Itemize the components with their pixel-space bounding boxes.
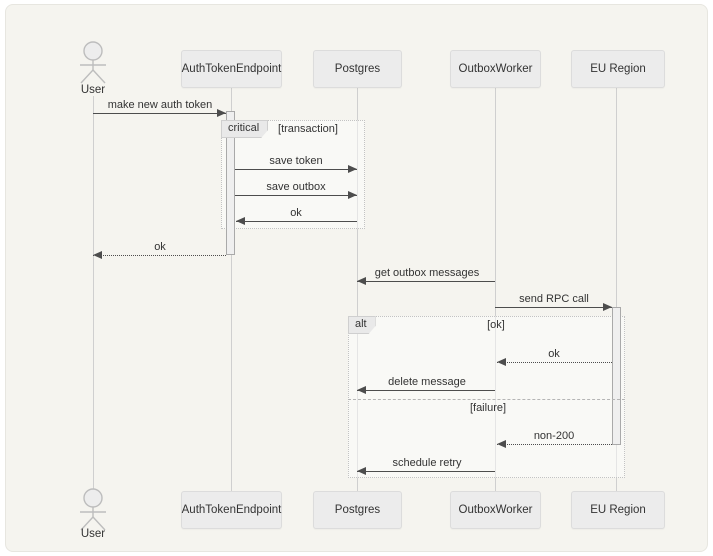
- arrowhead-icon: [357, 386, 366, 394]
- diagram-background: [5, 4, 708, 552]
- participant-eu-region-bottom: EU Region: [571, 491, 665, 529]
- message-line: [235, 169, 357, 170]
- participant-label: OutboxWorker: [458, 504, 533, 516]
- message-line: [93, 113, 226, 114]
- arrowhead-icon: [357, 467, 366, 475]
- message-label: get outbox messages: [374, 267, 480, 279]
- participant-authtokenendpoint-bottom: AuthTokenEndpoint: [181, 491, 282, 529]
- message-label: ok: [154, 241, 166, 253]
- alt-ok-condition: [ok]: [487, 319, 505, 331]
- message-line: [357, 471, 495, 472]
- participant-label: OutboxWorker: [458, 63, 533, 75]
- message-label: send RPC call: [519, 293, 589, 305]
- critical-frame-label: critical: [221, 120, 268, 138]
- participant-outboxworker-top: OutboxWorker: [450, 50, 541, 88]
- actor-label-user-top: User: [80, 84, 106, 96]
- participant-label: AuthTokenEndpoint: [181, 504, 282, 516]
- message-line: [497, 362, 612, 363]
- participant-outboxworker-bottom: OutboxWorker: [450, 491, 541, 529]
- arrowhead-icon: [348, 191, 357, 199]
- participant-label: AuthTokenEndpoint: [181, 63, 282, 75]
- lifeline-postgres: [357, 88, 358, 491]
- activation-authtokenendpoint: [226, 111, 235, 255]
- arrowhead-icon: [357, 277, 366, 285]
- arrowhead-icon: [236, 217, 245, 225]
- lifeline-user: [93, 96, 94, 489]
- alt-section-divider: [348, 399, 625, 400]
- participant-authtokenendpoint-top: AuthTokenEndpoint: [181, 50, 282, 88]
- message-line: [357, 281, 495, 282]
- message-label: ok: [290, 207, 302, 219]
- message-line: [235, 195, 357, 196]
- lifeline-authtokenendpoint: [231, 88, 232, 491]
- message-label: save token: [269, 155, 323, 167]
- message-line: [357, 390, 495, 391]
- message-label: non-200: [533, 430, 575, 442]
- actor-icon: [80, 41, 106, 84]
- actor-icon: [80, 488, 106, 531]
- lifeline-eu-region: [616, 88, 617, 491]
- arrowhead-icon: [348, 165, 357, 173]
- critical-frame: [221, 120, 365, 229]
- message-label: schedule retry: [392, 457, 462, 469]
- message-line: [236, 221, 357, 222]
- participant-label: EU Region: [590, 63, 646, 75]
- arrowhead-icon: [497, 358, 506, 366]
- alt-frame-label: alt: [348, 316, 376, 334]
- arrowhead-icon: [217, 109, 226, 117]
- participant-label: EU Region: [590, 504, 646, 516]
- participant-postgres-bottom: Postgres: [313, 491, 402, 529]
- message-label: delete message: [388, 376, 466, 388]
- actor-label-user-bottom: User: [80, 528, 106, 540]
- critical-frame-condition: [transaction]: [278, 123, 338, 135]
- message-label: make new auth token: [107, 99, 213, 111]
- arrowhead-icon: [93, 251, 102, 259]
- message-line: [93, 255, 226, 256]
- alt-failure-condition: [failure]: [469, 402, 507, 414]
- message-line: [495, 307, 612, 308]
- message-line: [497, 444, 612, 445]
- activation-eu-region: [612, 307, 621, 445]
- message-label: ok: [548, 348, 560, 360]
- arrowhead-icon: [603, 303, 612, 311]
- participant-label: Postgres: [334, 504, 381, 516]
- arrowhead-icon: [497, 440, 506, 448]
- participant-label: Postgres: [334, 63, 381, 75]
- lifeline-outboxworker: [495, 88, 496, 491]
- participant-postgres-top: Postgres: [313, 50, 402, 88]
- participant-eu-region-top: EU Region: [571, 50, 665, 88]
- alt-frame: [348, 316, 625, 478]
- message-label: save outbox: [266, 181, 326, 193]
